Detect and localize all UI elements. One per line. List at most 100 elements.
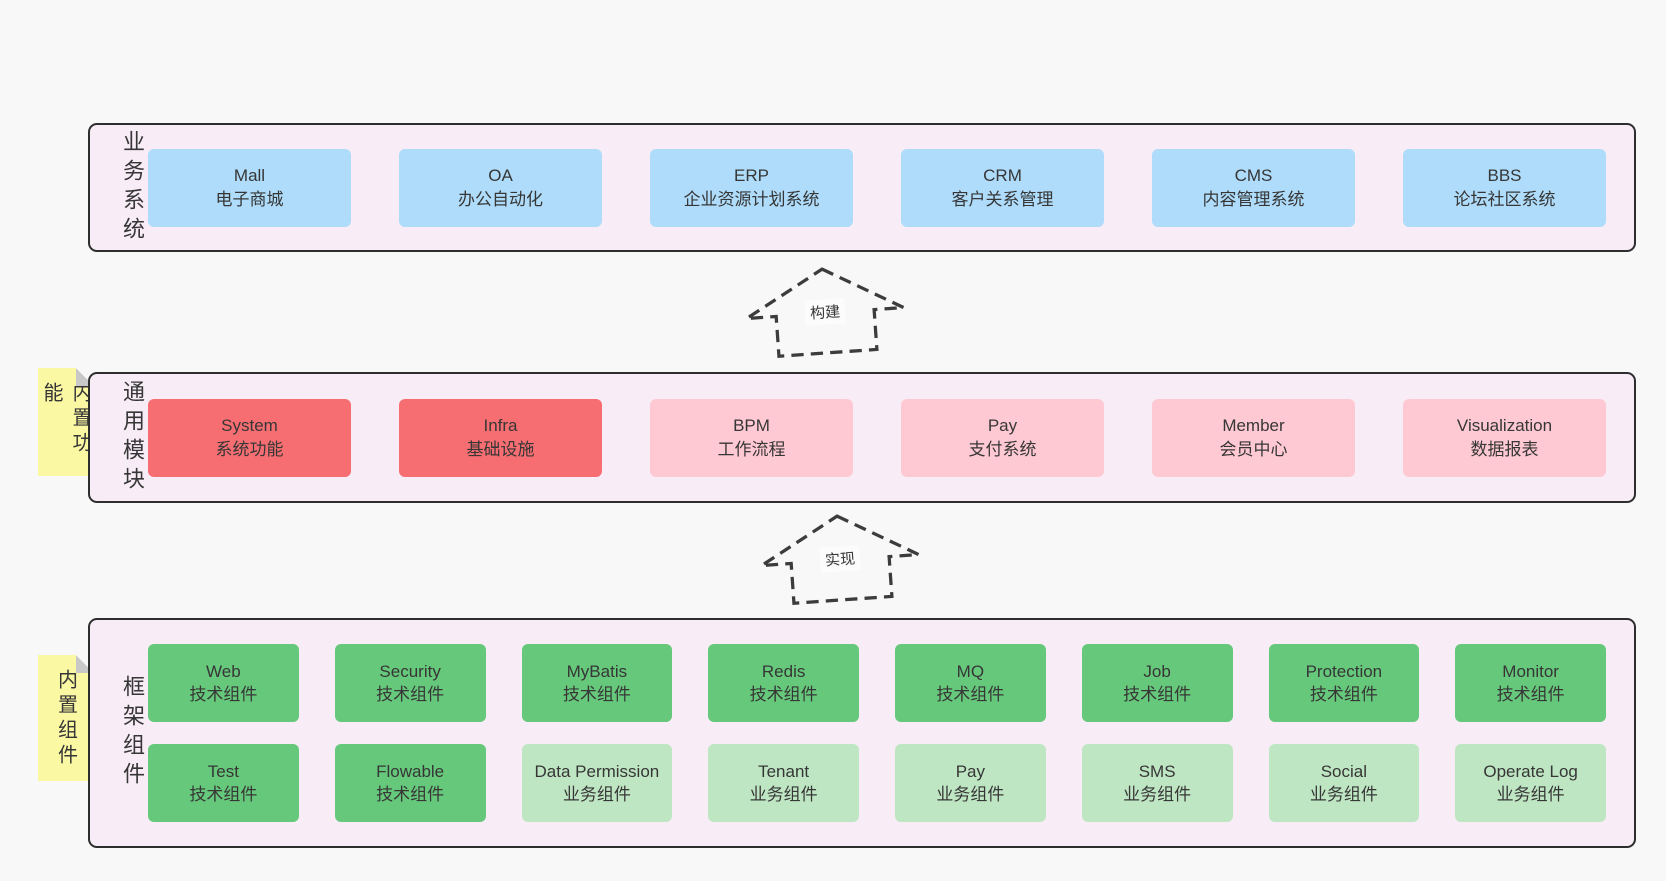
implement-arrow-up-icon: 实现	[755, 507, 925, 608]
box-data-permission: Data Permission 业务组件	[521, 744, 673, 822]
sticky-note-text: 内置功能	[40, 382, 91, 457]
box-title: BPM	[733, 416, 770, 436]
box-test: Test 技术组件	[148, 744, 299, 822]
box-pay-component: Pay 业务组件	[895, 744, 1046, 822]
dashed-up-arrow-shape	[740, 267, 910, 359]
box-title: System	[221, 416, 278, 436]
box-title: Protection	[1305, 661, 1383, 681]
box-subtitle: 数据报表	[1470, 439, 1539, 459]
box-title: CMS	[1234, 166, 1273, 186]
box-mq: MQ 技术组件	[895, 644, 1046, 722]
box-title: Monitor	[1502, 661, 1559, 681]
framework-boxes-grid: Web 技术组件 Security 技术组件 MyBatis 技术组件 Redi…	[148, 644, 1606, 822]
box-subtitle: 内容管理系统	[1202, 189, 1305, 209]
box-title: MQ	[956, 661, 985, 681]
box-subtitle: 论坛社区系统	[1453, 189, 1556, 209]
box-subtitle: 业务组件	[749, 785, 818, 804]
box-subtitle: 企业资源计划系统	[683, 189, 820, 209]
box-subtitle: 业务组件	[562, 785, 631, 804]
box-title: CRM	[983, 166, 1022, 186]
implement-arrow-label: 实现	[819, 544, 861, 573]
box-mall: Mall 电子商城	[148, 148, 351, 227]
box-title: Pay	[987, 416, 1018, 436]
box-title: Flowable	[376, 761, 445, 781]
sticky-note-built-in-features: 内置功能	[38, 368, 94, 476]
box-title: Job	[1143, 661, 1171, 681]
box-title: Test	[207, 761, 239, 781]
box-tenant: Tenant 业务组件	[708, 744, 859, 822]
panel-label: 框架组件	[120, 675, 145, 791]
box-subtitle: 基础设施	[466, 439, 535, 459]
module-boxes-row: System 系统功能 Infra 基础设施 BPM 工作流程 Pay 支付系统…	[148, 398, 1606, 477]
box-title: MyBatis	[566, 661, 628, 681]
build-arrow-up-icon: 构建	[740, 260, 910, 361]
sticky-note-built-in-components: 内置组件	[38, 655, 94, 781]
box-title: Data Permission	[534, 761, 660, 781]
box-title: Social	[1320, 761, 1368, 781]
box-title: Pay	[955, 761, 986, 781]
box-subtitle: 技术组件	[1496, 685, 1565, 704]
box-subtitle: 业务组件	[1123, 785, 1192, 804]
box-subtitle: 技术组件	[189, 785, 258, 804]
box-subtitle: 技术组件	[936, 685, 1005, 704]
box-title: SMS	[1138, 761, 1176, 781]
box-redis: Redis 技术组件	[708, 644, 859, 722]
box-subtitle: 客户关系管理	[951, 189, 1054, 209]
box-crm: CRM 客户关系管理	[901, 148, 1104, 227]
box-subtitle: 系统功能	[215, 439, 284, 459]
box-protection: Protection 技术组件	[1268, 644, 1420, 722]
box-visualization: Visualization 数据报表	[1403, 398, 1606, 477]
box-mybatis: MyBatis 技术组件	[521, 644, 673, 722]
box-subtitle: 工作流程	[717, 439, 786, 459]
box-subtitle: 技术组件	[749, 685, 818, 704]
box-title: Member	[1222, 416, 1285, 436]
box-job: Job 技术组件	[1081, 644, 1233, 722]
box-title: OA	[488, 166, 513, 186]
box-title: Security	[379, 661, 441, 681]
box-subtitle: 会员中心	[1219, 439, 1288, 459]
build-arrow-label: 构建	[804, 297, 846, 326]
box-title: ERP	[734, 166, 769, 186]
box-subtitle: 技术组件	[1123, 685, 1192, 704]
box-infra: Infra 基础设施	[399, 398, 602, 477]
box-subtitle: 技术组件	[376, 685, 445, 704]
box-flowable: Flowable 技术组件	[334, 744, 486, 822]
box-subtitle: 技术组件	[562, 685, 631, 704]
box-title: Tenant	[758, 761, 810, 781]
box-subtitle: 技术组件	[376, 785, 445, 804]
box-sms: SMS 业务组件	[1081, 744, 1233, 822]
panel-business-systems: 业务系统 Mall 电子商城 OA 办公自动化 ERP 企业资源计划系统 CRM…	[88, 123, 1636, 252]
box-bbs: BBS 论坛社区系统	[1403, 148, 1606, 227]
panel-common-modules: 通用模块 System 系统功能 Infra 基础设施 BPM 工作流程 Pay…	[88, 372, 1636, 503]
sticky-note-text: 内置组件	[54, 669, 77, 769]
box-title: BBS	[1487, 166, 1522, 186]
box-title: Infra	[483, 416, 518, 436]
box-monitor: Monitor 技术组件	[1455, 644, 1606, 722]
box-security: Security 技术组件	[334, 644, 486, 722]
box-bpm: BPM 工作流程	[650, 398, 853, 477]
box-title: Web	[206, 661, 241, 681]
box-pay-module: Pay 支付系统	[901, 398, 1104, 477]
box-social: Social 业务组件	[1268, 744, 1420, 822]
business-boxes-row: Mall 电子商城 OA 办公自动化 ERP 企业资源计划系统 CRM 客户关系…	[148, 148, 1606, 227]
box-title: Redis	[761, 661, 806, 681]
box-member: Member 会员中心	[1152, 398, 1355, 477]
box-cms: CMS 内容管理系统	[1152, 148, 1355, 227]
box-erp: ERP 企业资源计划系统	[650, 148, 853, 227]
box-subtitle: 电子商城	[215, 189, 284, 209]
panel-framework-components: 框架组件 Web 技术组件 Security 技术组件 MyBatis 技术组件…	[88, 618, 1636, 848]
box-oa: OA 办公自动化	[399, 148, 602, 227]
box-subtitle: 办公自动化	[458, 189, 543, 209]
box-subtitle: 业务组件	[1496, 785, 1565, 804]
box-title: Operate Log	[1483, 761, 1578, 781]
box-system: System 系统功能	[148, 398, 351, 477]
box-title: Mall	[233, 166, 266, 186]
box-web: Web 技术组件	[148, 644, 299, 722]
box-subtitle: 技术组件	[189, 685, 258, 704]
dashed-up-arrow-shape	[755, 514, 925, 606]
box-subtitle: 业务组件	[1309, 785, 1378, 804]
panel-label: 业务系统	[120, 129, 145, 246]
box-title: Visualization	[1456, 416, 1553, 436]
box-subtitle: 支付系统	[968, 439, 1037, 459]
